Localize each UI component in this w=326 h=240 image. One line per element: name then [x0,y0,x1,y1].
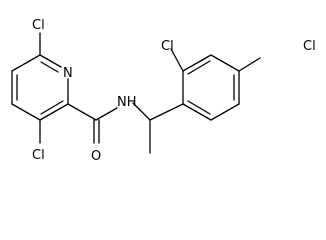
bond-p6-p1 [182,103,212,121]
bond-p2-p3-inner [187,60,211,75]
bond-c4-c3 [11,103,41,121]
bond-c3-c2-inner [40,100,64,115]
molecule-drawing: Cl N Cl O NH Cl Cl [11,18,316,164]
bond-c6-c5 [11,54,41,72]
bond-n-ch [132,102,151,121]
bond-p4-cl [238,57,261,72]
bond-p3-p4 [210,54,240,72]
atom-label-n-pyridine: N [63,66,73,81]
bond-carbonyl-n [95,107,118,121]
atom-label-cl-pyridine-3: Cl [32,148,45,163]
atom-label-nh-amide: NH [117,95,137,110]
bond-p5-p6 [210,103,240,121]
bond-c2-carbonyl [67,103,97,121]
atom-label-cl-phenyl-2: Cl [161,39,174,54]
bond-p6-p1-inner [187,100,211,115]
phenyl-ring [182,54,240,121]
pyridine-ring [11,54,69,121]
bond-ch-phenyl [149,103,184,121]
atom-label-o-carbonyl: O [91,149,101,164]
bond-n1-c6-inner [40,61,59,73]
bond-n1-c6 [39,54,62,68]
bond-p2-p3 [182,54,212,72]
structure-diagram: Cl N Cl O NH Cl Cl [11,18,316,164]
atom-label-cl-phenyl-4: Cl [303,39,316,54]
atom-label-cl-pyridine-6: Cl [32,18,45,33]
bond-c3-c2 [39,103,69,121]
bond-p2-cl [170,48,184,72]
